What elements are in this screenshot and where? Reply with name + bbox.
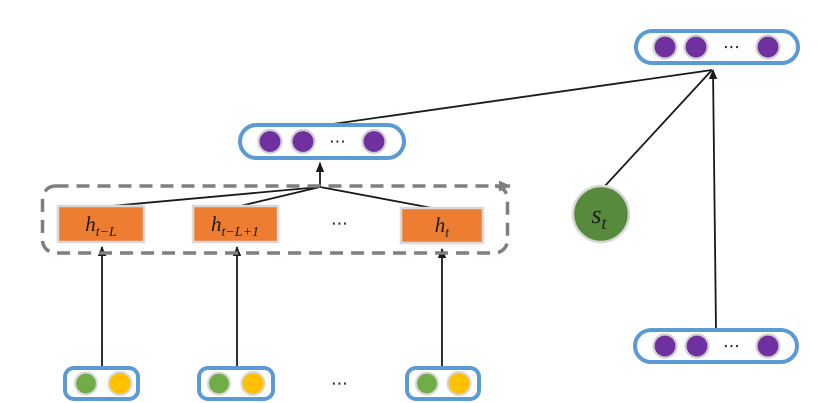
input1-feature-yellow	[107, 370, 133, 397]
input2-feature-yellow	[240, 370, 266, 397]
context-pill-ellipsis: ⋯	[329, 132, 347, 152]
output-unit-2	[683, 34, 709, 60]
line-state-to-output	[603, 69, 713, 188]
input2-feature-green	[206, 371, 232, 396]
hidden-state-label-2: ht−L+1	[211, 212, 259, 240]
context-vector-pill: ⋯	[238, 123, 406, 160]
fan-line-hidden2	[235, 186, 321, 208]
line-context-to-output	[318, 69, 713, 127]
arrow-inputpill-to-output	[708, 69, 718, 331]
arrows-inputs-to-hidden	[97, 246, 447, 366]
state-node: st	[571, 184, 631, 244]
input-row-ellipsis: ⋯	[331, 374, 349, 394]
context-unit-2	[290, 128, 316, 155]
output-unit-3	[755, 34, 781, 60]
state-circle	[571, 184, 631, 244]
hidden-state-box-3	[399, 206, 485, 245]
decoder-input-unit-1	[652, 333, 678, 359]
fan-line-hidden1	[99, 186, 321, 208]
output-pill-outline	[634, 29, 800, 65]
fan-line-hidden3	[319, 186, 444, 211]
context-pill-outline	[238, 123, 406, 160]
decoder-input-ellipsis: ⋯	[723, 337, 741, 357]
fan-to-output	[318, 69, 718, 331]
output-unit-1	[652, 34, 678, 60]
input3-feature-yellow	[446, 370, 472, 397]
input-pill-2	[197, 366, 275, 401]
hidden-state-row: ht−L ht−L+1 ⋯ ht	[56, 204, 485, 245]
hidden-state-box-1	[56, 204, 146, 244]
decoder-input-unit-3	[755, 333, 781, 359]
input-feature-row: ⋯	[63, 366, 481, 401]
decoder-input-outline	[633, 328, 799, 364]
input1-feature-green	[73, 371, 99, 396]
decoder-input-unit-2	[684, 333, 710, 359]
context-unit-1	[257, 128, 283, 155]
hidden-state-label-3: ht	[435, 213, 451, 241]
hidden-state-box-2	[191, 204, 280, 244]
hidden-state-label-1: ht−L	[85, 212, 117, 240]
decoder-input-pill: ⋯	[633, 328, 799, 364]
context-unit-3	[361, 128, 387, 155]
hidden-row-ellipsis: ⋯	[331, 214, 349, 234]
output-vector-pill: ⋯	[634, 29, 800, 65]
encoder-dashed-box	[40, 184, 510, 255]
output-pill-ellipsis: ⋯	[723, 38, 741, 58]
input3-feature-green	[414, 371, 440, 396]
input-pill-1	[63, 366, 140, 401]
state-label: st	[591, 200, 607, 233]
fan-hidden-to-context	[99, 162, 444, 211]
input-pill-3	[405, 366, 481, 401]
